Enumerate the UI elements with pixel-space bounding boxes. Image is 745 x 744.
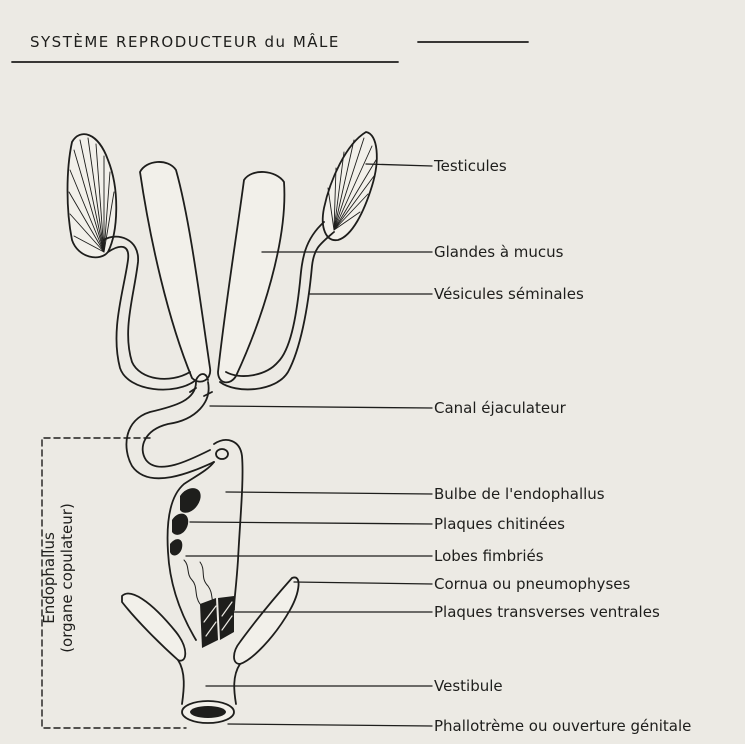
leader-plaques-chitinees: [190, 522, 432, 524]
transverse-ventral-plates: [200, 596, 234, 648]
right-testis: [323, 132, 377, 240]
label-lobes-fimbries: Lobes fimbriés: [434, 547, 544, 565]
label-bulbe-endophallus: Bulbe de l'endophallus: [434, 485, 605, 503]
diagram-title: SYSTÈME REPRODUCTEUR du MÂLE: [30, 33, 340, 51]
vestibule: [178, 660, 240, 704]
label-canal-ejaculateur: Canal éjaculateur: [434, 399, 566, 417]
leader-canal: [210, 406, 432, 408]
ejaculatory-duct-inner: [143, 382, 210, 467]
label-plaques-chitinees: Plaques chitinées: [434, 515, 565, 533]
right-cornu: [234, 577, 299, 664]
left-cornu: [122, 594, 185, 661]
ejaculatory-duct-outer: [126, 382, 214, 478]
leader-cornua: [294, 582, 432, 584]
left-mucus-gland: [140, 162, 210, 382]
label-vestibule: Vestibule: [434, 677, 503, 695]
leader-lines: [186, 164, 432, 726]
phallotreme-opening: [190, 706, 226, 718]
label-glandes-a-mucus: Glandes à mucus: [434, 243, 563, 261]
side-label-line2: (organe copulateur): [58, 503, 76, 653]
bulb-tip: [216, 449, 228, 459]
label-testicules: Testicules: [434, 157, 507, 175]
label-vesicules-seminales: Vésicules séminales: [434, 285, 584, 303]
leader-bulbe: [226, 492, 432, 494]
side-label-line1: Endophallus: [40, 503, 58, 653]
right-mucus-gland: [218, 172, 284, 382]
label-cornua: Cornua ou pneumophyses: [434, 575, 630, 593]
leader-phallotreme: [228, 724, 432, 726]
label-plaques-transverses: Plaques transverses ventrales: [434, 603, 660, 621]
endophallus-bulb: [214, 440, 243, 610]
label-phallotreme: Phallotrème ou ouverture génitale: [434, 717, 691, 735]
